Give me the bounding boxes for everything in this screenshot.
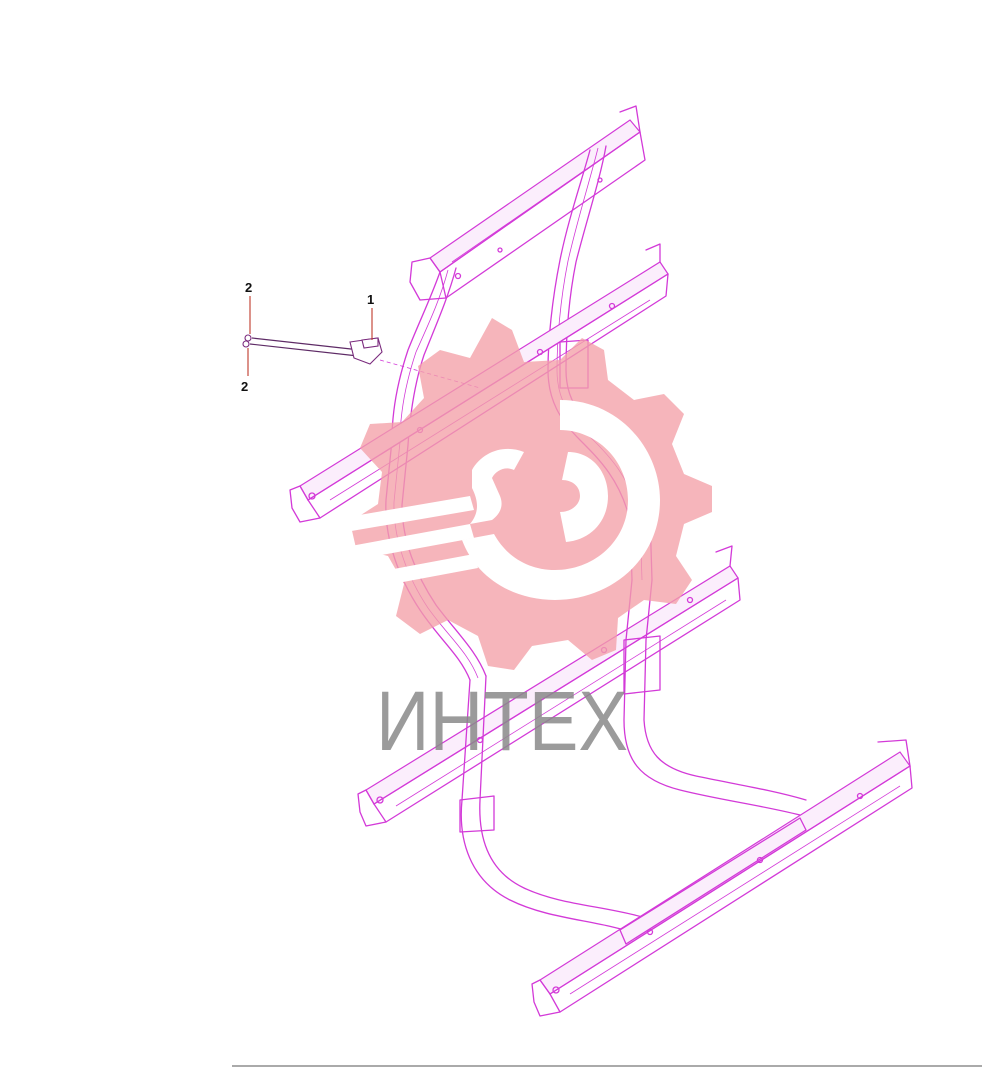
- callout-1: 1: [367, 292, 374, 340]
- svg-text:2: 2: [241, 379, 248, 394]
- callout-2-top: 2: [245, 280, 252, 334]
- rod-bracket-assembly: [242, 334, 383, 365]
- watermark-gear-icon: [330, 318, 712, 670]
- right-lower-tube: [623, 579, 807, 816]
- left-lower-tube: [459, 675, 647, 936]
- top-rail: [409, 105, 646, 301]
- svg-text:2: 2: [245, 280, 252, 295]
- nut-part-2: [242, 334, 252, 348]
- bottom-rail: [531, 739, 913, 1017]
- svg-text:1: 1: [367, 292, 374, 307]
- callout-2-bottom: 2: [241, 348, 249, 394]
- watermark-text: ИНТЕХ: [376, 674, 628, 768]
